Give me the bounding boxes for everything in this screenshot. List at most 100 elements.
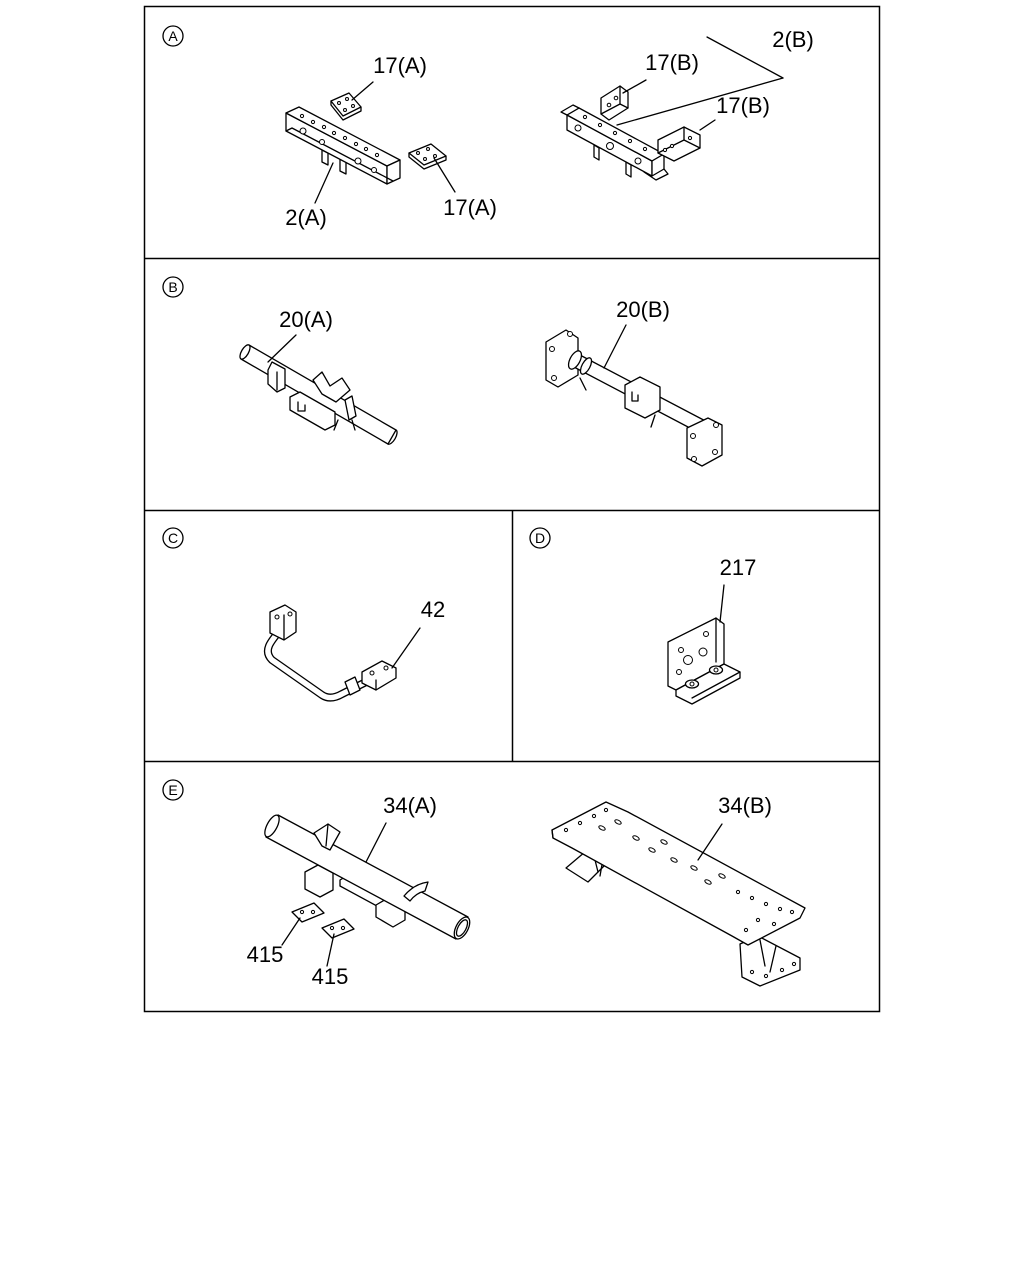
plate-edge	[551, 829, 554, 839]
v-bracket	[312, 371, 351, 403]
leader-line	[697, 823, 723, 861]
beam-holes	[299, 113, 380, 173]
tube-end-open	[453, 916, 471, 940]
leader-line	[699, 119, 716, 131]
section-marker-a: A	[162, 25, 184, 47]
leader-line	[351, 81, 374, 101]
part-label: 415	[247, 942, 284, 967]
part-label: 34(A)	[383, 793, 437, 818]
top-plate	[551, 801, 806, 946]
plate-face	[408, 143, 447, 166]
tube-body	[240, 344, 397, 445]
leg-brace	[759, 939, 777, 973]
tube-end	[264, 814, 280, 838]
section-letter: B	[168, 279, 177, 295]
section-d-callouts: 217	[719, 555, 757, 623]
part-label: 2(A)	[285, 205, 327, 230]
part-label: 217	[720, 555, 757, 580]
section-e-callouts: 34(A) 34(B) 415 415	[247, 793, 772, 989]
section-letter: E	[168, 782, 177, 798]
part-20a-crossmember-drawing	[239, 344, 398, 445]
leader-line	[603, 324, 627, 369]
leader-line	[622, 79, 647, 94]
weld-nut	[684, 679, 700, 689]
tube-end	[239, 344, 251, 360]
section-b-callouts: 20(A) 20(B)	[267, 297, 670, 369]
saddle-bracket	[289, 391, 336, 431]
beam-foot	[643, 168, 669, 181]
section-marker-d: D	[529, 527, 551, 549]
part-label: 17(A)	[373, 53, 427, 78]
section-marker-circle	[529, 527, 551, 549]
tube-collar	[567, 350, 583, 370]
section-marker-c: C	[162, 527, 184, 549]
end-bracket	[269, 604, 297, 641]
plate-face	[321, 918, 355, 939]
leader-line	[719, 584, 725, 623]
part-2a-beam-drawing	[285, 106, 401, 185]
part-label: 17(B)	[645, 50, 699, 75]
part-42-bar-drawing	[263, 604, 397, 702]
tube-body	[265, 814, 469, 940]
tube-bore	[455, 919, 469, 937]
end-bracket	[361, 660, 397, 691]
bracket-face	[600, 85, 629, 121]
bracket-face	[657, 126, 701, 162]
tab	[333, 419, 356, 431]
section-marker-circle	[162, 25, 184, 47]
part-2b-beam-drawing	[560, 104, 669, 181]
part-415-upper-plate-drawing	[291, 902, 325, 923]
clamp	[344, 676, 361, 696]
mount-bracket	[545, 329, 579, 388]
part-34b-crossmember-drawing	[551, 801, 806, 987]
tab	[579, 377, 656, 428]
bar-fill	[265, 625, 381, 701]
part-label: 20(A)	[279, 307, 333, 332]
leader-line	[616, 77, 784, 126]
leader-line	[281, 917, 301, 946]
plate-holes	[563, 807, 795, 933]
leader-line	[314, 162, 334, 204]
part-17a-upper-plate-drawing	[330, 92, 362, 121]
beam-end-flange	[560, 104, 580, 116]
section-marker-circle	[162, 779, 184, 801]
part-217-bracket-drawing	[667, 617, 741, 705]
part-label: 17(A)	[443, 195, 497, 220]
part-label: 415	[312, 964, 349, 989]
leader-line	[326, 933, 335, 967]
section-c-callouts: 42	[391, 597, 445, 669]
part-415-lower-plate-drawing	[321, 918, 355, 939]
bracket-fold	[619, 103, 629, 109]
tube-collar	[579, 357, 593, 375]
part-17b-upper-bracket-drawing	[600, 85, 629, 121]
strap	[403, 881, 429, 902]
part-label: 34(B)	[718, 793, 772, 818]
plate-edge	[408, 152, 447, 170]
leader-line	[433, 157, 456, 193]
section-a-callouts: 17(A) 17(A) 2(A) 17(B) 2(B) 17(B)	[285, 27, 814, 230]
beam-holes	[574, 114, 648, 165]
section-letter: D	[535, 530, 545, 546]
part-20b-crossmember-drawing	[545, 329, 723, 467]
plate-face	[291, 902, 325, 923]
part-label: 42	[421, 597, 445, 622]
part-17a-lower-plate-drawing	[408, 143, 447, 170]
weld-nut	[708, 665, 724, 675]
part-label: 2(B)	[772, 27, 814, 52]
part-label: 20(B)	[616, 297, 670, 322]
section-marker-circle	[162, 276, 184, 298]
section-letter: C	[168, 530, 178, 546]
plate-edge	[330, 100, 362, 121]
section-letter: A	[168, 28, 178, 44]
leader-line	[391, 627, 421, 669]
bracket-fold	[683, 139, 701, 149]
section-marker-b: B	[162, 276, 184, 298]
saddle-bracket	[624, 376, 661, 419]
base-flange	[675, 663, 741, 705]
leader-line	[706, 36, 784, 79]
clip-bracket	[344, 395, 357, 421]
tube-end	[387, 429, 398, 445]
saddle-notch	[631, 391, 639, 402]
part-17b-lower-bracket-drawing	[657, 126, 701, 162]
